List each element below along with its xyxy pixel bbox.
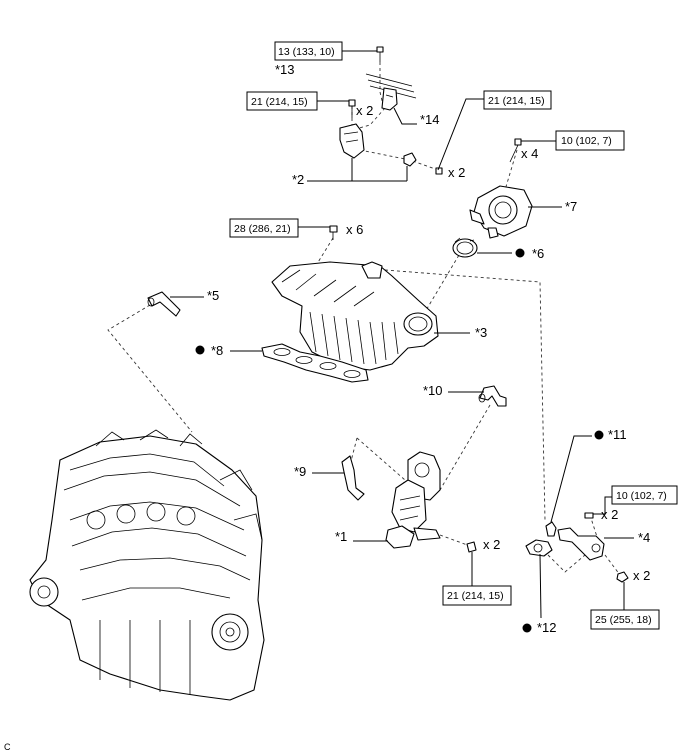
torque-spec-2-nut-text: 21 (214, 15) [488, 95, 545, 107]
qty-egr-pipe-nut: x 2 [633, 568, 650, 583]
torque-spec-2-bolt-text: 21 (214, 15) [251, 96, 308, 108]
callout-12: *12 [537, 620, 557, 635]
callout-11: *11 [608, 427, 627, 442]
torque-spec-2-nut: 21 (214, 15) [483, 90, 552, 110]
non-reusable-marker-11 [594, 430, 604, 440]
qty-intake-bolt: x 6 [346, 222, 363, 237]
torque-spec-1-text: 21 (214, 15) [447, 590, 504, 602]
bolt-13 [376, 46, 384, 62]
torque-spec-7: 10 (102, 7) [555, 130, 625, 151]
callout-10: *10 [423, 383, 443, 398]
callout-7: *7 [565, 199, 577, 214]
nut-egr-pipe [616, 571, 629, 583]
qty-throttle-bolt: x 4 [521, 146, 538, 161]
torque-spec-4-bolt: 10 (102, 7) [611, 485, 678, 505]
qty-egr-bolt: x 2 [483, 537, 500, 552]
torque-spec-4-nut-text: 25 (255, 18) [595, 614, 652, 626]
manifold-gasket-8 [261, 343, 369, 383]
leader-lines [170, 50, 634, 619]
egr-valve-assembly-1 [385, 451, 441, 549]
torque-spec-13: 13 (133, 10) [274, 41, 343, 61]
callout-8: *8 [211, 343, 223, 358]
engine-block [29, 429, 265, 701]
bolt-egr [466, 541, 477, 553]
gasket-11 [545, 521, 557, 537]
callout-1: *1 [335, 529, 347, 544]
hose-5 [147, 291, 181, 317]
torque-spec-3-text: 28 (286, 21) [234, 223, 291, 235]
hose-10 [478, 385, 507, 407]
intake-manifold-3 [271, 261, 439, 371]
gasket-12 [525, 539, 553, 557]
torque-spec-13-text: 13 (133, 10) [278, 46, 335, 58]
throttle-body-7 [469, 138, 533, 239]
callout-5: *5 [207, 288, 219, 303]
gasket-6 [452, 237, 478, 258]
callout-14: *14 [420, 112, 440, 127]
callout-4: *4 [638, 530, 650, 545]
torque-spec-4-nut: 25 (255, 18) [590, 609, 660, 630]
callout-9: *9 [294, 464, 306, 479]
callout-6: *6 [532, 246, 544, 261]
torque-spec-2-bolt: 21 (214, 15) [246, 91, 318, 111]
wire-harness-clamp-14 [365, 73, 417, 111]
qty-bracket-bolt: x 2 [356, 103, 373, 118]
callout-3: *3 [475, 325, 487, 340]
torque-spec-7-text: 10 (102, 7) [561, 135, 612, 147]
egr-pipe-4 [557, 512, 605, 561]
torque-spec-1: 21 (214, 15) [442, 585, 512, 606]
hose-9 [341, 455, 365, 501]
bracket-2 [339, 99, 443, 175]
qty-egr-pipe-bolt: x 2 [601, 507, 618, 522]
non-reusable-marker-8 [195, 345, 205, 355]
qty-bracket-nut: x 2 [448, 165, 465, 180]
torque-spec-3: 28 (286, 21) [229, 218, 299, 238]
figure-code: C [4, 742, 11, 752]
bolt-intake [329, 225, 338, 240]
torque-spec-4-bolt-text: 10 (102, 7) [616, 490, 667, 502]
non-reusable-marker-6 [515, 248, 525, 258]
callout-13: *13 [275, 62, 295, 77]
non-reusable-marker-12 [522, 623, 532, 633]
callout-2: *2 [292, 172, 304, 187]
